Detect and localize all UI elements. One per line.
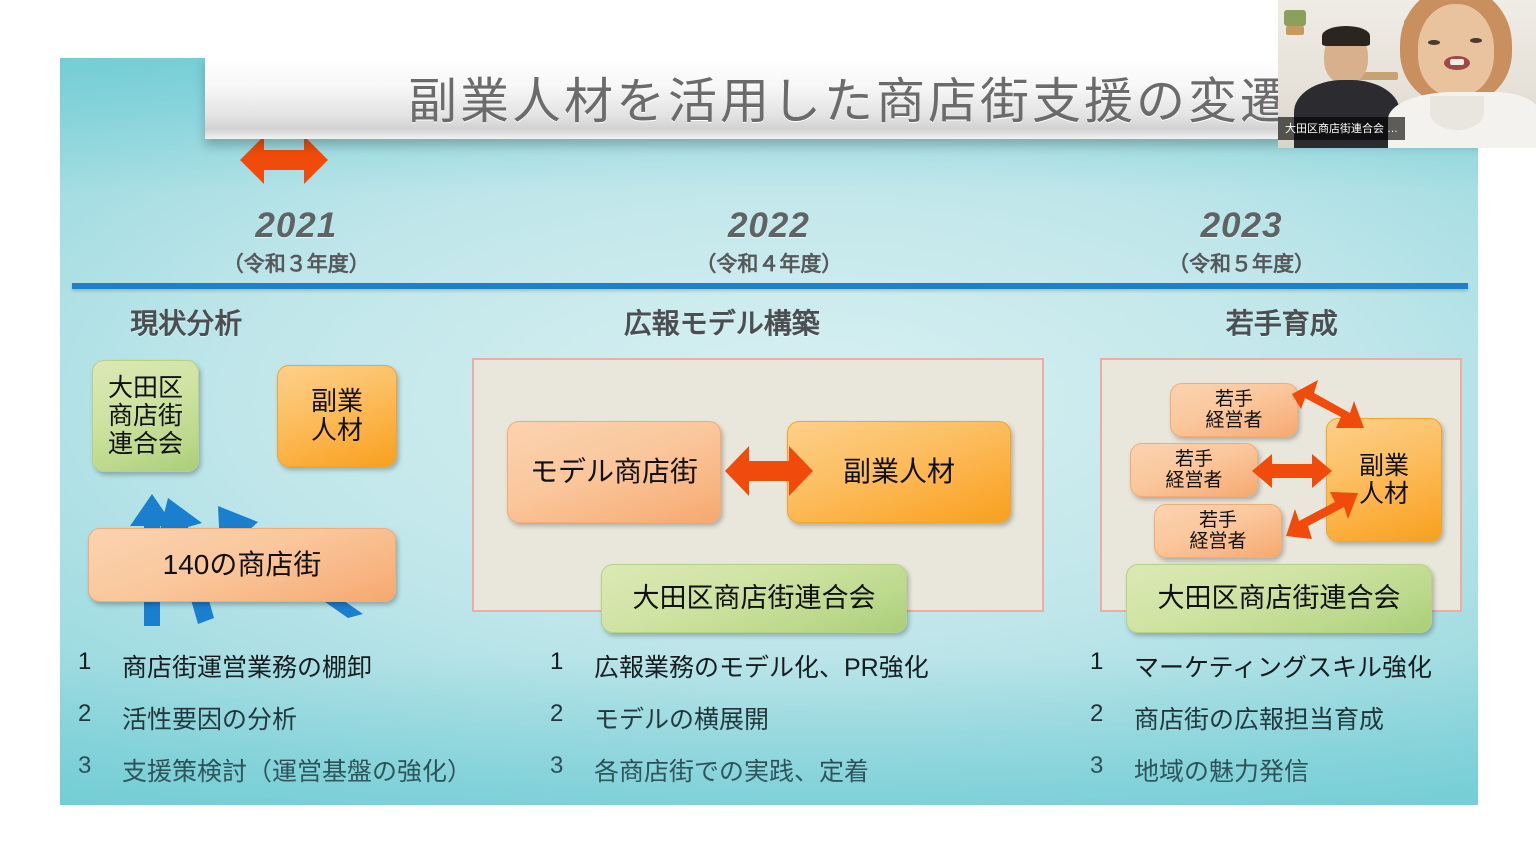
box-side-job-col1: 副業 人材 <box>277 365 397 467</box>
bullet-text: 各商店街での実践、定着 <box>594 758 870 786</box>
bullet-text: 商店街の広報担当育成 <box>1134 706 1385 734</box>
planter-icon <box>1286 26 1304 35</box>
participant-right-collar <box>1430 96 1484 130</box>
bullet-text: 支援策検討（運営基盤の強化） <box>122 758 473 786</box>
presentation-slide: 副業人材を活用した商店街支援の変遷 2021 （令和３年度） 2022 （令和４… <box>60 58 1478 805</box>
bullet-number: 2 <box>1090 700 1104 727</box>
era-label: （令和３年度） <box>222 253 370 276</box>
column-heading-genjo-bunseki: 現状分析 <box>130 308 243 339</box>
box-line: 経営者 <box>1165 470 1223 491</box>
year-label: 2021 <box>255 206 338 245</box>
orange-double-arrow-col2 <box>725 446 813 496</box>
orange-double-arrow-col3-middle <box>1252 454 1332 488</box>
bullet-item: 2 活性要因の分析 <box>78 700 472 736</box>
bullet-list-col1: 1 商店街運営業務の棚卸 2 活性要因の分析 3 支援策検討（運営基盤の強化） <box>78 648 472 804</box>
box-line: 商店街 <box>107 402 183 430</box>
bullet-text: マーケティングスキル強化 <box>1134 654 1433 682</box>
bullet-item: 1 商店街運営業務の棚卸 <box>78 648 472 684</box>
box-federation-col1: 大田区 商店街 連合会 <box>92 360 199 472</box>
bullet-number: 3 <box>78 752 92 779</box>
bullet-text: 地域の魅力発信 <box>1134 758 1310 786</box>
box-line: 若手 <box>1174 448 1213 470</box>
bullet-item: 1 マーケティングスキル強化 <box>1090 648 1432 684</box>
orange-double-arrow-col3-bottom <box>1286 492 1358 539</box>
year-label: 2023 <box>1200 206 1283 245</box>
bullet-item: 3 各商店街での実践、定着 <box>550 752 929 788</box>
participant-name-label: 大田区商店街連合会 … <box>1278 117 1406 140</box>
bullet-item: 3 地域の魅力発信 <box>1090 752 1432 788</box>
participant-right-eye <box>1470 38 1482 43</box>
box-label: 140の商店街 <box>162 549 322 581</box>
box-line: 人材 <box>310 415 363 445</box>
box-line: 大田区 <box>107 374 183 402</box>
horizontal-divider-line <box>72 283 1468 289</box>
bullet-item: 3 支援策検討（運営基盤の強化） <box>78 752 472 788</box>
bullet-number: 1 <box>550 648 564 675</box>
bullet-text: 広報業務のモデル化、PR強化 <box>594 654 929 682</box>
box-young-owner-1: 若手 経営者 <box>1170 383 1298 437</box>
year-header-2023: 2023 （令和５年度） <box>1005 206 1478 278</box>
box-line: 副業 <box>310 385 363 416</box>
bullet-text: 活性要因の分析 <box>122 706 298 734</box>
bullet-text: モデルの横展開 <box>594 706 770 734</box>
bullet-number: 1 <box>78 648 92 675</box>
bullet-item: 2 商店街の広報担当育成 <box>1090 700 1432 736</box>
box-side-job-col2: 副業人材 <box>787 421 1011 523</box>
bullet-number: 2 <box>550 700 564 727</box>
bullet-text: 商店街運営業務の棚卸 <box>122 654 373 682</box>
participant-left-hair <box>1322 26 1370 46</box>
box-line: 経営者 <box>1205 410 1263 431</box>
era-label: （令和５年度） <box>1168 253 1316 276</box>
box-model-shopping-street: モデル商店街 <box>507 421 721 523</box>
participant-right-teeth <box>1450 59 1464 65</box>
year-header-2022: 2022 （令和４年度） <box>533 206 1006 278</box>
column-heading-wakate-ikusei: 若手育成 <box>1225 308 1338 339</box>
box-young-owner-2: 若手 経営者 <box>1130 443 1258 497</box>
box-federation-col2: 大田区商店街連合会 <box>601 564 907 633</box>
box-federation-col3: 大田区商店街連合会 <box>1126 564 1432 633</box>
box-line: 若手 <box>1198 509 1237 531</box>
column-heading-kouhou-model: 広報モデル構築 <box>623 308 820 339</box>
bullet-number: 1 <box>1090 648 1104 675</box>
participant-right-head <box>1418 4 1494 96</box>
box-line: 若手 <box>1214 388 1253 410</box>
box-line: 人材 <box>1358 480 1409 508</box>
bullet-number: 3 <box>1090 752 1104 779</box>
video-participant-tile[interactable]: 大田区商店街連合会 … <box>1278 0 1536 148</box>
bullet-number: 3 <box>550 752 564 779</box>
year-label: 2022 <box>727 206 810 245</box>
box-label: モデル商店街 <box>529 456 698 488</box>
box-young-owner-3: 若手 経営者 <box>1154 504 1282 558</box>
box-line: 連合会 <box>107 430 183 458</box>
box-line: 経営者 <box>1189 531 1247 552</box>
bullet-number: 2 <box>78 700 92 727</box>
orange-double-arrow-col1 <box>240 136 328 184</box>
box-label: 大田区商店街連合会 <box>1157 583 1401 614</box>
participant-right-eye <box>1428 40 1440 45</box>
orange-double-arrow-col3-top <box>1292 380 1364 428</box>
box-label: 副業人材 <box>842 456 955 488</box>
year-header-2021: 2021 （令和３年度） <box>60 206 533 278</box>
bullet-item: 2 モデルの横展開 <box>550 700 929 736</box>
bullet-item: 1 広報業務のモデル化、PR強化 <box>550 648 929 684</box>
era-label: （令和４年度） <box>695 253 843 276</box>
bullet-list-col2: 1 広報業務のモデル化、PR強化 2 モデルの横展開 3 各商店街での実践、定着 <box>550 648 929 804</box>
shelf-decor <box>1346 72 1398 80</box>
slide-title-banner: 副業人材を活用した商店街支援の変遷 <box>205 58 1478 139</box>
box-140-shopping-streets: 140の商店街 <box>88 528 396 602</box>
slide-title: 副業人材を活用した商店街支援の変遷 <box>407 72 1292 130</box>
box-label: 大田区商店街連合会 <box>632 583 876 614</box>
plant-icon <box>1284 10 1306 26</box>
bullet-list-col3: 1 マーケティングスキル強化 2 商店街の広報担当育成 3 地域の魅力発信 <box>1090 648 1432 804</box>
box-side-job-col3: 副業 人材 <box>1326 418 1442 542</box>
box-line: 副業 <box>1358 452 1409 480</box>
